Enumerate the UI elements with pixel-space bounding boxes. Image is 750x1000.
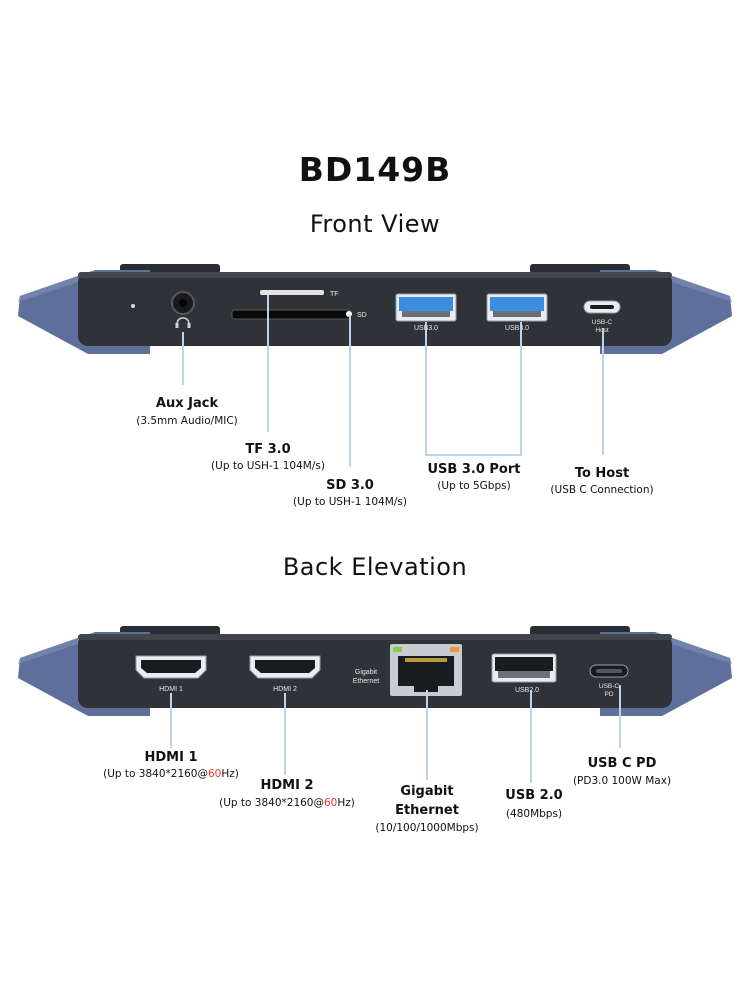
hdmi2-spec: (Up to 3840*2160@60Hz) bbox=[219, 797, 355, 809]
usbcpd-label: USB C PD bbox=[587, 756, 657, 771]
hdmi1-spec: (Up to 3840*2160@60Hz) bbox=[103, 768, 239, 780]
back-view-title: Back Elevation bbox=[282, 553, 468, 581]
usbc-pd-label-bottom: PD bbox=[604, 691, 613, 698]
hdmi1-port-label: HDMI 1 bbox=[159, 686, 183, 693]
aux-jack-label: Aux Jack bbox=[155, 396, 219, 411]
back-callout-lines bbox=[170, 685, 621, 783]
ethernet-label-line2: Ethernet bbox=[395, 803, 459, 818]
ethernet-port-label-line2: Ethernet bbox=[353, 678, 380, 685]
front-callout-lines bbox=[182, 295, 604, 467]
usb20-spec: (480Mbps) bbox=[505, 808, 563, 820]
ethernet-link-led bbox=[393, 647, 402, 652]
hdmi1-label: HDMI 1 bbox=[144, 750, 198, 765]
status-led bbox=[131, 304, 135, 308]
host-spec: (USB C Connection) bbox=[550, 484, 654, 496]
usbcpd-spec: (PD3.0 100W Max) bbox=[572, 775, 672, 787]
front-view-title: Front View bbox=[309, 210, 441, 238]
headset-icon bbox=[176, 317, 190, 326]
front-device-illustration: TF SD USB3.0 USB3.0 USB-C Host bbox=[18, 264, 732, 354]
usb30-bracket-line bbox=[425, 322, 522, 456]
usb30-label: USB 3.0 Port bbox=[427, 462, 521, 477]
hdmi1-refresh-rate: 60 bbox=[207, 768, 222, 780]
usbc-pd-label-top: USB-C bbox=[599, 683, 620, 690]
usb20-label: USB 2.0 bbox=[505, 788, 563, 803]
sd-spec: (Up to USH-1 104M/s) bbox=[293, 496, 407, 508]
hdmi2-label: HDMI 2 bbox=[260, 778, 314, 793]
hdmi2-refresh-rate: 60 bbox=[323, 797, 338, 809]
sd-label: SD 3.0 bbox=[326, 478, 374, 493]
ethernet-port-label-line1: Gigabit bbox=[355, 669, 377, 676]
ethernet-spec: (10/100/1000Mbps) bbox=[375, 822, 479, 834]
tf-spec: (Up to USH-1 104M/s) bbox=[211, 460, 325, 472]
front-panel bbox=[78, 272, 672, 346]
aux-jack-spec: (3.5mm Audio/MIC) bbox=[136, 415, 238, 427]
back-device-illustration: HDMI 1 HDMI 2 Gigabit Ethernet USB2.0 US… bbox=[18, 626, 732, 716]
ethernet-activity-led bbox=[450, 647, 459, 652]
tf-slot-label: TF bbox=[330, 291, 339, 298]
sd-slot-label: SD bbox=[357, 312, 367, 319]
model-title: BD149B bbox=[298, 150, 452, 189]
host-label: To Host bbox=[574, 466, 630, 481]
usb30-spec: (Up to 5Gbps) bbox=[437, 480, 511, 492]
ethernet-label-line1: Gigabit bbox=[400, 784, 454, 799]
tf-card-slot bbox=[260, 290, 324, 295]
usb20-port-label: USB2.0 bbox=[515, 687, 539, 694]
usbc-host-label-top: USB-C bbox=[592, 319, 613, 326]
hdmi2-port-label: HDMI 2 bbox=[273, 686, 297, 693]
back-panel bbox=[78, 634, 672, 708]
usb30-port-2-label: USB3.0 bbox=[505, 325, 529, 332]
tf-label: TF 3.0 bbox=[245, 442, 291, 457]
